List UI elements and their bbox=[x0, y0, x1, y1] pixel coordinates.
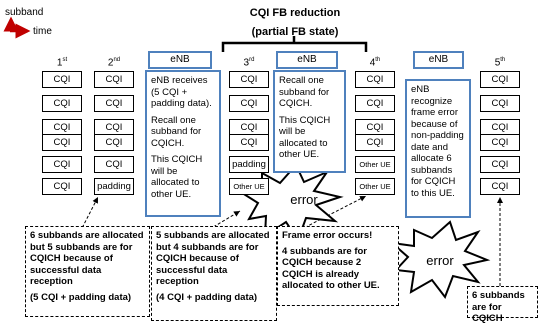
title-line2: (partial FB state) bbox=[251, 26, 339, 38]
column-header-1st: 1st bbox=[56, 57, 68, 69]
cqi-cell: CQI bbox=[42, 95, 82, 112]
cqi-cell: CQI bbox=[355, 134, 395, 151]
note-3rd: 5 subbands are allocated but 4 subbands … bbox=[151, 226, 277, 321]
note-4th: Frame error occurs!4 subbands are for CQ… bbox=[277, 226, 399, 306]
cqi-cell: CQI bbox=[94, 134, 134, 151]
cqi-cell: CQI bbox=[94, 95, 134, 112]
note-5th: 6 subbands are for CQICH bbox=[467, 286, 538, 324]
column-header-5th: 5th bbox=[494, 57, 506, 69]
error-label-1: error bbox=[290, 192, 318, 207]
other-ue-cell: Other UE bbox=[355, 178, 395, 195]
cqi-cell: CQI bbox=[229, 134, 269, 151]
error-starburst-2 bbox=[388, 220, 491, 300]
title-line1: CQI FB reduction bbox=[249, 7, 341, 19]
cqi-cell: CQI bbox=[229, 95, 269, 112]
cqi-cell: CQI bbox=[42, 178, 82, 195]
cqi-cell: CQI bbox=[480, 134, 520, 151]
enb-label-3: eNB bbox=[413, 51, 464, 69]
subband-axis-label: subband bbox=[5, 7, 44, 18]
time-axis-label: time bbox=[33, 26, 52, 37]
cqi-cell: CQI bbox=[229, 71, 269, 88]
cqi-cell: CQI bbox=[480, 95, 520, 112]
column-header-3rd: 3rd bbox=[243, 57, 255, 69]
cqi-cell: CQI bbox=[480, 178, 520, 195]
column-header-2nd: 2nd bbox=[107, 57, 121, 69]
cqi-cell: CQI bbox=[42, 71, 82, 88]
enb-label-2: eNB bbox=[276, 51, 338, 69]
column-header-4th: 4th bbox=[369, 57, 381, 69]
enb-label-1: eNB bbox=[148, 51, 212, 69]
error-label-2: error bbox=[426, 253, 454, 268]
cqi-cell: CQI bbox=[94, 156, 134, 173]
padding-cell: padding bbox=[229, 156, 269, 173]
enb-description-2: Recall one subband for CQICH.This CQICH … bbox=[273, 70, 346, 173]
cqi-cell: CQI bbox=[480, 156, 520, 173]
enb-description-3: eNB recognize frame error because of non… bbox=[405, 79, 471, 218]
cqi-cell: CQI bbox=[355, 95, 395, 112]
cqi-cell: CQI bbox=[94, 71, 134, 88]
enb-description-1: eNB receives (5 CQI + padding data).Reca… bbox=[145, 70, 221, 217]
other-ue-cell: Other UE bbox=[229, 178, 269, 195]
brace bbox=[221, 36, 368, 52]
cqi-cell: CQI bbox=[480, 71, 520, 88]
cqi-cell: CQI bbox=[42, 134, 82, 151]
cqi-cell: CQI bbox=[42, 156, 82, 173]
cqi-cell: CQI bbox=[355, 71, 395, 88]
other-ue-cell: Other UE bbox=[355, 156, 395, 173]
note-2nd: 6 subbands are allocated but 5 subbands … bbox=[25, 226, 150, 317]
padding-cell: padding bbox=[94, 178, 134, 195]
